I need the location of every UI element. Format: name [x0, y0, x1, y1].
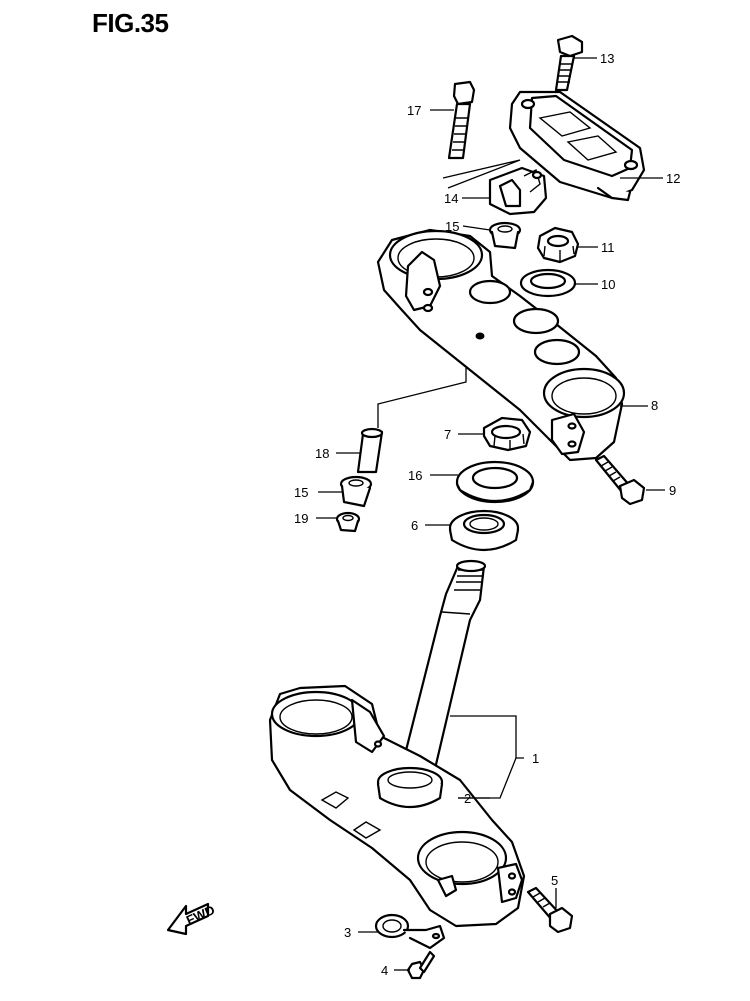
lower-bracket-1 — [268, 559, 526, 928]
callouts: 1 2 3 4 5 6 7 8 9 10 11 12 13 14 15 15 1… — [294, 51, 680, 978]
cap-15-lower — [339, 475, 373, 508]
callout-4: 4 — [381, 963, 388, 978]
screw-4 — [406, 950, 436, 980]
pin-18 — [356, 427, 384, 474]
cap-15-upper — [488, 221, 522, 250]
handlebar-clamp-12 — [508, 90, 646, 202]
callout-15-lower: 15 — [294, 485, 308, 500]
callout-3: 3 — [344, 925, 351, 940]
bearing-6 — [448, 509, 520, 551]
callout-11: 11 — [601, 240, 615, 255]
callout-18: 18 — [315, 446, 329, 461]
upper-bracket-8 — [376, 228, 626, 462]
grommet-19 — [335, 511, 361, 533]
clamp-14 — [488, 166, 548, 216]
nut-11 — [536, 226, 580, 264]
bolt-9 — [594, 454, 646, 506]
callout-1: 1 — [532, 751, 539, 766]
figure-title: FIG.35 — [92, 8, 169, 38]
callout-16: 16 — [408, 468, 422, 483]
callout-19: 19 — [294, 511, 308, 526]
fwd-arrow: FWD — [166, 902, 217, 936]
leader-lines — [316, 57, 665, 971]
bolt-5 — [526, 886, 574, 934]
clamp-3 — [374, 913, 446, 950]
callout-9: 9 — [669, 483, 676, 498]
washer-10 — [519, 268, 577, 298]
bolt-17 — [447, 80, 476, 160]
bolt-17-guide — [442, 159, 521, 189]
callout-6: 6 — [411, 518, 418, 533]
callout-14: 14 — [444, 191, 458, 206]
callout-8: 8 — [651, 398, 658, 413]
callout-7: 7 — [444, 427, 451, 442]
callout-2: 2 — [464, 791, 471, 806]
bolt-13 — [554, 34, 584, 92]
fwd-label: FWD — [184, 902, 217, 928]
callout-10: 10 — [601, 277, 615, 292]
callout-13: 13 — [600, 51, 614, 66]
callout-12: 12 — [666, 171, 680, 186]
callout-17: 17 — [407, 103, 421, 118]
callout-5: 5 — [551, 873, 558, 888]
callout-15-upper: 15 — [445, 219, 459, 234]
nut-7 — [482, 416, 532, 452]
pin-18-guide — [377, 368, 467, 428]
bearing-2 — [376, 766, 444, 808]
dust-seal-16 — [455, 460, 535, 504]
